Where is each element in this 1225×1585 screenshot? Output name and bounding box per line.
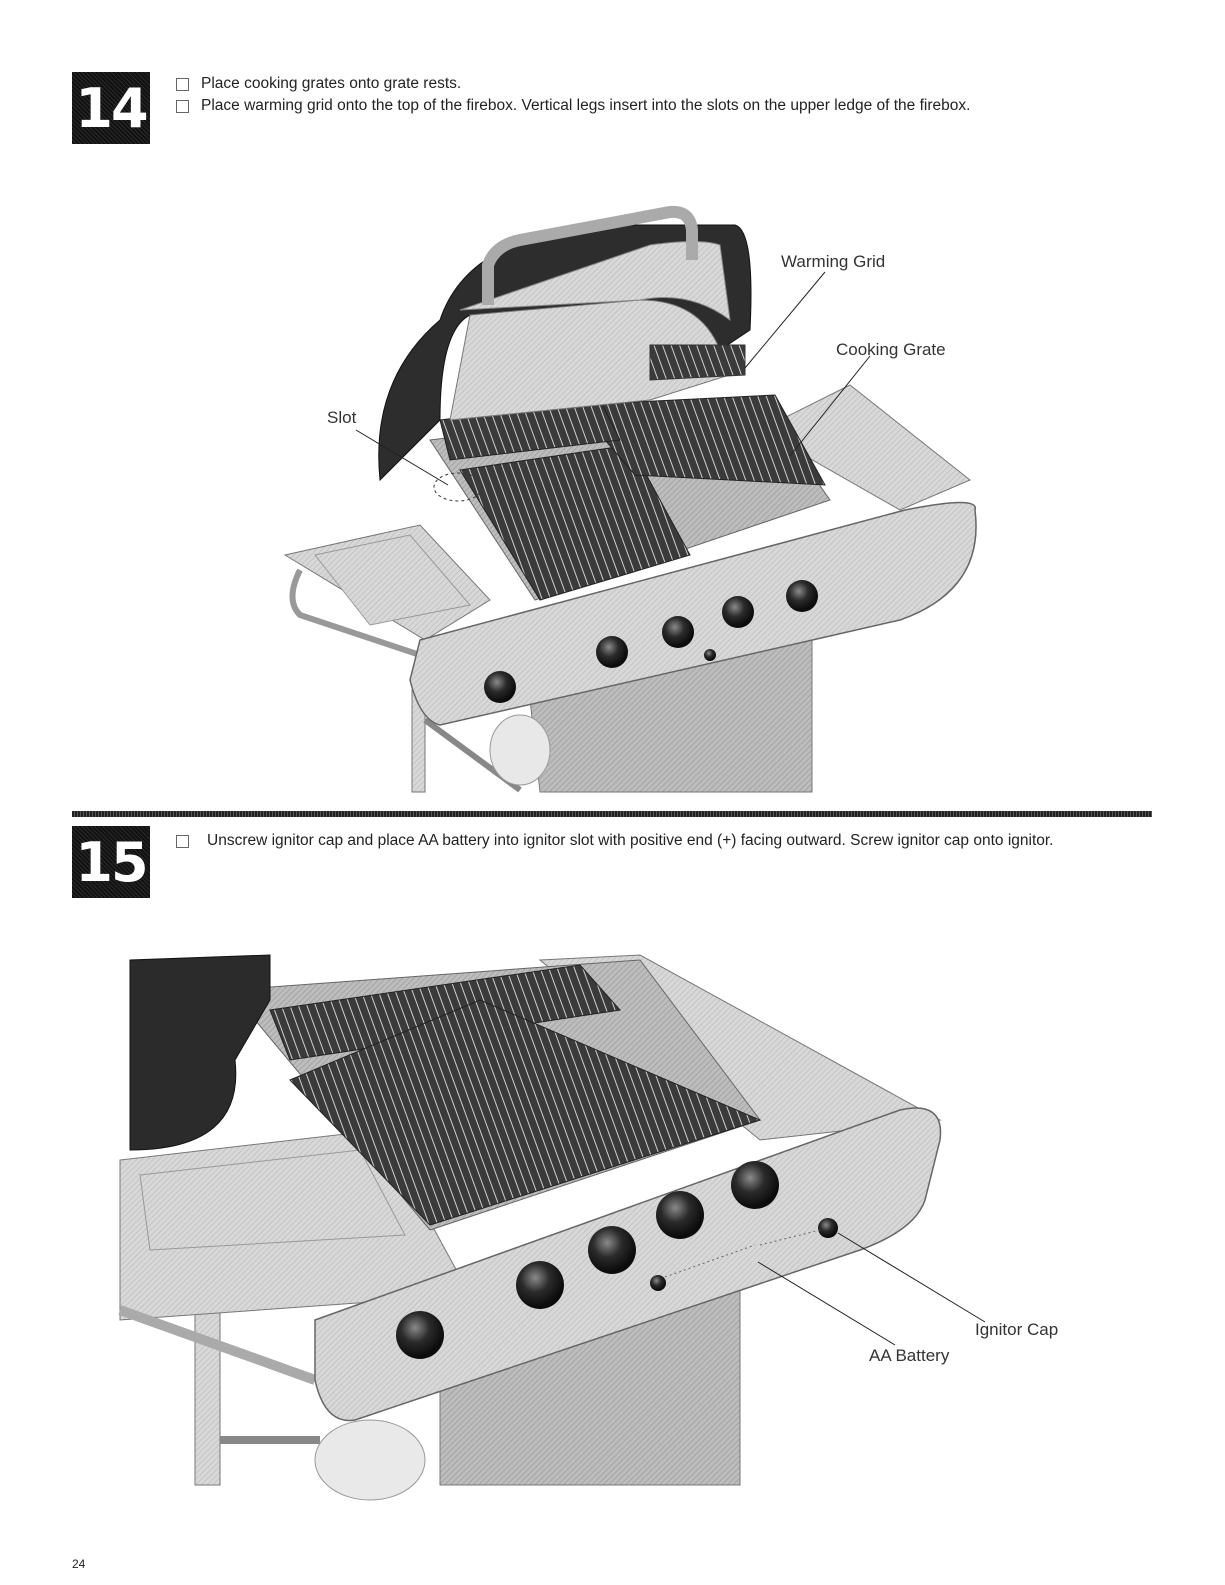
step-15-instructions: Unscrew ignitor cap and place AA battery… [176, 830, 1054, 852]
step-14-grill-illustration [283, 205, 977, 793]
step-14-badge: 14 [72, 72, 150, 144]
checkbox-icon [176, 834, 189, 848]
list-item: Place cooking grates onto grate rests. [176, 73, 970, 95]
callout-cooking-grate: Cooking Grate [836, 340, 946, 359]
step-14-instructions: Place cooking grates onto grate rests. P… [176, 73, 970, 117]
callout-warming-grid: Warming Grid [781, 252, 886, 271]
list-item: Place warming grid onto the top of the f… [176, 95, 970, 117]
checkbox-icon [176, 99, 189, 113]
section-divider [72, 811, 1152, 817]
callout-slot: Slot [327, 408, 357, 427]
checkbox-icon [176, 77, 189, 91]
step-15-badge: 15 [72, 826, 150, 898]
list-item: Unscrew ignitor cap and place AA battery… [176, 830, 1054, 852]
callout-aa-battery: AA Battery [869, 1346, 950, 1365]
step-15-grill-illustration [118, 954, 986, 1501]
callout-ignitor-cap: Ignitor Cap [975, 1320, 1059, 1339]
page-number: 24 [72, 1557, 86, 1571]
